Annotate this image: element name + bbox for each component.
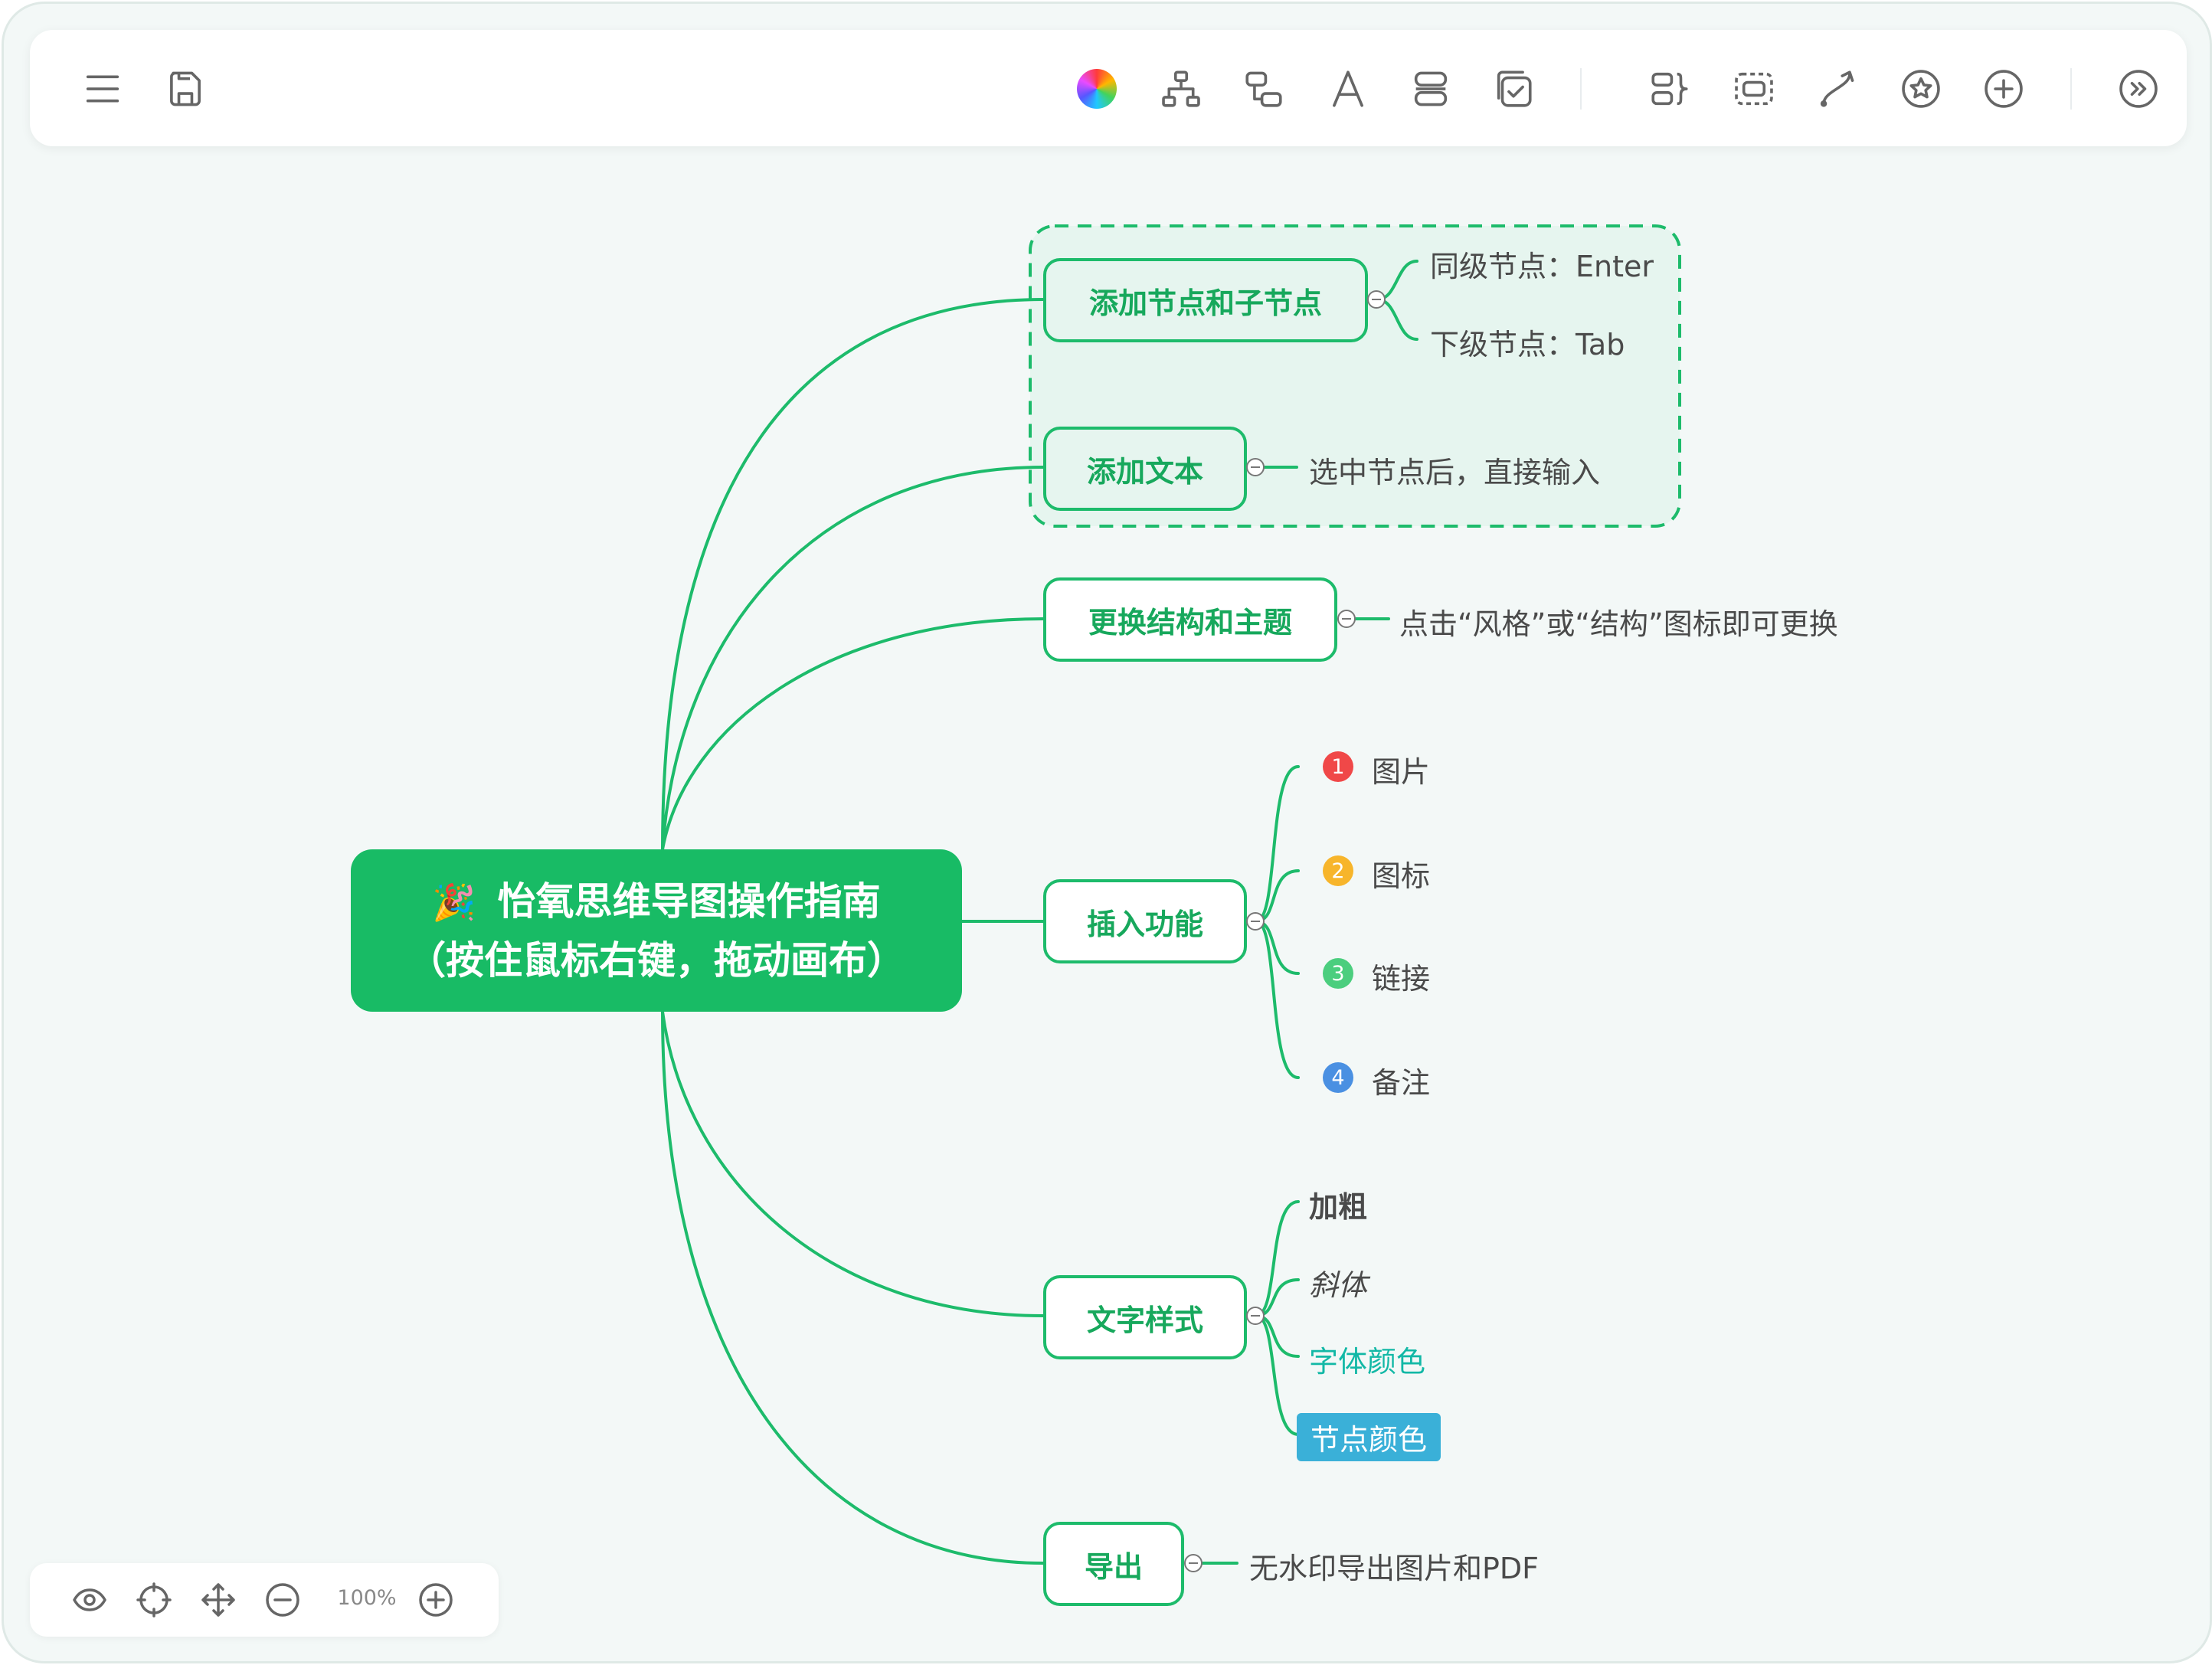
branch-label: 添加文本 (1086, 454, 1203, 489)
mindmap-canvas[interactable]: 🎉 怡氧思维导图操作指南 （按住鼠标右键，拖动画布） 添加节点和子节点 同级节点：… (4, 4, 2210, 1661)
leaf-child-node-shortcut[interactable]: 下级节点：Tab (1430, 328, 1625, 361)
add-child-node-icon[interactable] (1240, 65, 1288, 113)
leaf-insert-link[interactable]: 链接 (1372, 962, 1431, 996)
toolbar-divider (2070, 68, 2072, 110)
collapse-toggle[interactable] (1246, 458, 1265, 476)
leaf-sibling-node-shortcut[interactable]: 同级节点：Enter (1430, 250, 1654, 283)
text-style-icon[interactable] (1324, 65, 1372, 113)
expand-icon[interactable] (2115, 65, 2162, 113)
priority-badge-4: 4 (1323, 1062, 1353, 1093)
collapse-toggle[interactable] (1246, 912, 1265, 931)
zoom-out-icon[interactable] (264, 1582, 301, 1618)
leaf-insert-note[interactable]: 备注 (1372, 1066, 1431, 1100)
menu-icon[interactable] (79, 65, 126, 113)
move-canvas-icon[interactable] (200, 1582, 237, 1618)
preview-icon[interactable] (71, 1582, 108, 1618)
node-style-icon[interactable] (1407, 65, 1454, 113)
theme-color-icon[interactable] (1073, 65, 1121, 113)
toolbar-divider (1580, 68, 1582, 110)
zoom-in-icon[interactable] (417, 1582, 454, 1618)
locate-center-icon[interactable] (136, 1582, 172, 1618)
leaf-node-color[interactable]: 节点颜色 (1297, 1413, 1441, 1461)
connector-lines (661, 224, 1681, 1565)
root-title-line1: 🎉 怡氧思维导图操作指南 (432, 872, 880, 931)
collapse-toggle[interactable] (1367, 290, 1386, 309)
party-popper-icon: 🎉 (432, 881, 476, 923)
leaf-font-color[interactable]: 字体颜色 (1309, 1345, 1426, 1379)
leaf-insert-image[interactable]: 图片 (1372, 755, 1431, 789)
branch-node-text-style[interactable]: 文字样式 (1043, 1275, 1247, 1359)
top-toolbar (30, 30, 2187, 146)
zoom-toolbar: 100% (30, 1563, 499, 1637)
leaf-export-hint[interactable]: 无水印导出图片和PDF (1249, 1552, 1540, 1585)
branch-node-add-text[interactable]: 添加文本 (1043, 427, 1247, 511)
leaf-italic[interactable]: 斜体 (1309, 1268, 1368, 1302)
leaf-change-theme-hint[interactable]: 点击“风格”或“结构”图标即可更换 (1399, 607, 1838, 641)
root-title-line2: （按住鼠标右键，拖动画布） (407, 937, 905, 983)
collapse-toggle[interactable] (1337, 610, 1356, 628)
save-icon[interactable] (162, 65, 209, 113)
branch-node-change-theme[interactable]: 更换结构和主题 (1043, 577, 1337, 662)
branch-label: 导出 (1084, 1549, 1143, 1584)
branch-node-export[interactable]: 导出 (1043, 1522, 1184, 1606)
branch-label: 添加节点和子节点 (1088, 286, 1322, 320)
marker-icon[interactable] (1897, 65, 1945, 113)
branch-label: 插入功能 (1086, 907, 1203, 941)
leaf-bold[interactable]: 加粗 (1309, 1190, 1368, 1224)
branch-node-insert[interactable]: 插入功能 (1043, 879, 1247, 963)
outer-frame-icon[interactable] (1730, 65, 1778, 113)
priority-badge-1: 1 (1323, 751, 1353, 782)
leaf-insert-icon[interactable]: 图标 (1372, 859, 1431, 893)
branch-label: 文字样式 (1086, 1303, 1203, 1337)
root-title-text: 怡氧思维导图操作指南 (497, 878, 881, 924)
root-node[interactable]: 🎉 怡氧思维导图操作指南 （按住鼠标右键，拖动画布） (351, 849, 962, 1012)
structure-icon[interactable] (1157, 65, 1205, 113)
priority-badge-3: 3 (1323, 958, 1353, 989)
connection-line-icon[interactable] (1813, 65, 1860, 113)
branch-label: 更换结构和主题 (1088, 605, 1292, 640)
zoom-level: 100% (337, 1586, 397, 1610)
insert-icon[interactable] (1980, 65, 2027, 113)
summary-icon[interactable] (1646, 65, 1693, 113)
collapse-toggle[interactable] (1246, 1307, 1265, 1325)
collapse-toggle[interactable] (1184, 1554, 1203, 1572)
checkbox-icon[interactable] (1490, 65, 1537, 113)
priority-badge-2: 2 (1323, 855, 1353, 886)
branch-node-add-nodes[interactable]: 添加节点和子节点 (1043, 258, 1368, 342)
leaf-add-text-hint[interactable]: 选中节点后，直接输入 (1309, 456, 1601, 489)
